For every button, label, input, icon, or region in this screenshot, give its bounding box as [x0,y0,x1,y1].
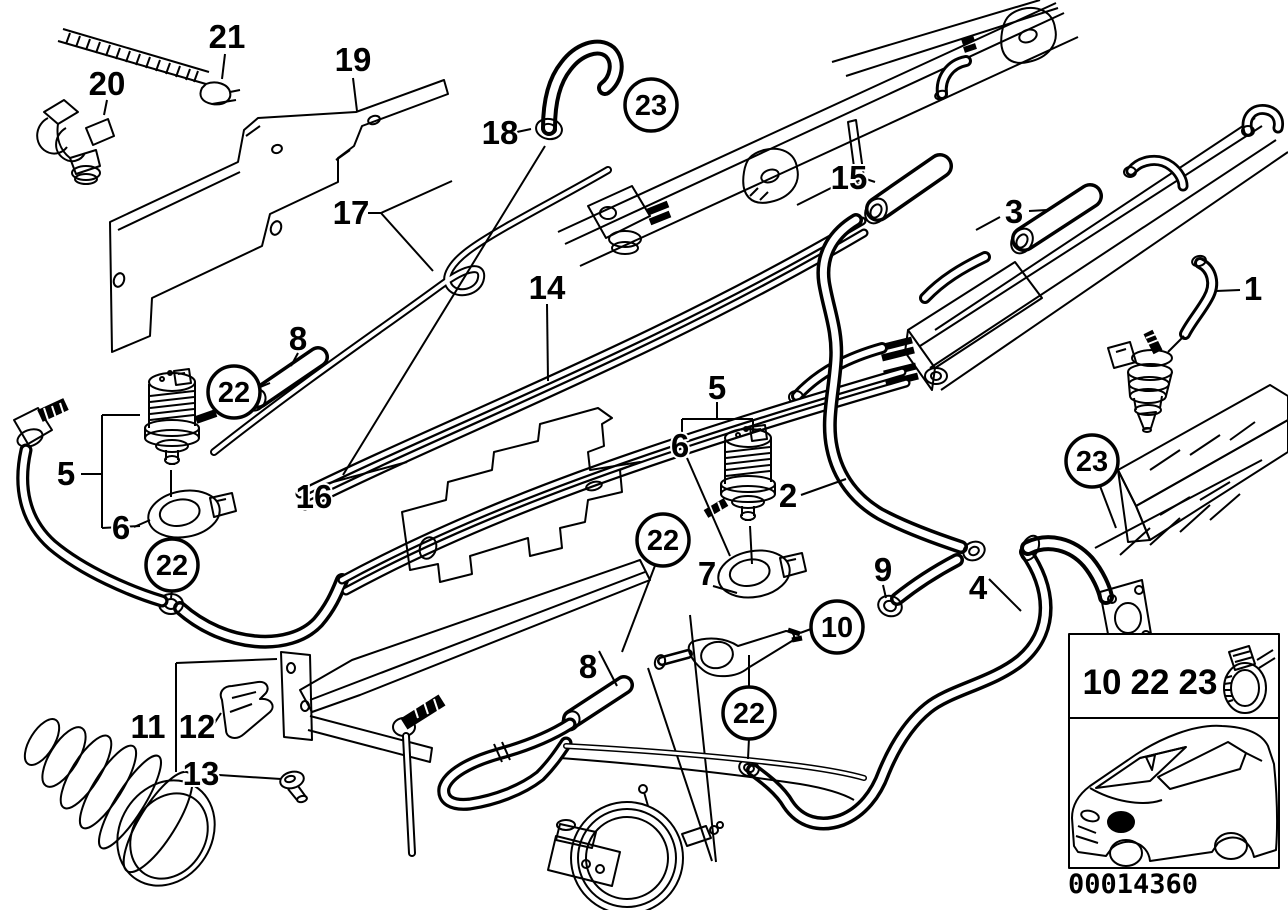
callout-12: 12 [179,708,216,745]
bottom-pipes [392,675,867,857]
callout-23: 23 [1076,446,1108,478]
fuel-rail-right [788,104,1288,404]
elbow-fitting-left [13,398,169,608]
hose-clamp-icon [1223,645,1276,714]
hose-part-2 [816,213,986,562]
mounting-bracket-part-19 [109,79,449,353]
callout-21: 21 [209,18,246,55]
callout-22: 22 [218,377,250,409]
hose-part-9 [877,553,964,618]
clip-part-12 [219,680,274,739]
callout-15: 15 [831,159,868,196]
fuel-rail-upper [557,0,1079,267]
legend-inset [1068,633,1280,869]
callout-circle-22 [635,512,691,568]
car-location-icon [1071,724,1279,867]
callout-11: 11 [131,708,166,745]
callout-13: 13 [183,755,220,792]
inset-legend-10: 10 [1083,663,1122,702]
callout-22: 22 [156,550,188,582]
callout-circle-22 [206,364,262,420]
callout-7: 7 [698,555,716,592]
callout-9: 9 [874,551,892,588]
callout-6: 6 [112,509,130,546]
callout-22: 22 [647,525,679,557]
leader-lines [81,53,1241,780]
callout-10: 10 [821,612,853,644]
callout-8: 8 [579,648,597,685]
fuel-pipe-part-16 [158,367,911,649]
callout-22: 22 [733,698,765,730]
callout-6: 6 [671,427,689,464]
hose-clip-part-20 [36,99,115,185]
callout-16: 16 [296,478,333,515]
location-dot [1107,811,1135,833]
fuel-pipe-part-14 [295,216,869,511]
hose-part-18 [535,39,624,141]
callout-2: 2 [779,477,797,514]
pointer-wedge-lines [647,614,717,863]
callout-19: 19 [335,41,372,78]
callout-18: 18 [482,114,519,151]
callout-14: 14 [529,269,566,306]
intake-bellows [23,718,216,887]
vent-pipe-part-17 [210,166,612,456]
callout-3: 3 [1005,193,1023,230]
vent-hose-part-1 [1167,254,1219,353]
vent-valve-part-5-left [144,368,218,497]
grommet-part-6-left [143,484,237,544]
bracket-part-11 [280,651,433,763]
vent-valve-part-5-center [703,424,776,565]
callout-circle-23 [1064,433,1120,489]
callout-5: 5 [57,455,75,492]
callout-circle-23 [623,77,679,133]
callout-23: 23 [635,90,667,122]
callout-5: 5 [708,369,726,406]
callout-circle-22 [144,537,200,593]
connector-tube-part-15 [864,153,953,225]
brake-booster [547,784,724,910]
fuel-injector [1107,329,1173,433]
inset-legend-22: 22 [1131,663,1170,702]
inset-legend-23: 23 [1179,663,1218,702]
hose-part-4 [738,545,1053,831]
callout-circle-22 [721,685,777,741]
callout-circle-10 [809,599,865,655]
check-valve-part-10-target [653,627,803,678]
callout-17: 17 [333,194,370,231]
callout-4: 4 [969,569,988,606]
screw-part-13 [279,770,308,804]
callout-8: 8 [289,320,307,357]
connector-tube-part-3 [1010,183,1103,255]
cable-tie-part-21 [57,28,241,106]
heat-shield-plate [299,407,651,713]
callout-20: 20 [89,65,126,102]
callout-1: 1 [1244,270,1262,307]
image-number: 00014360 [1068,869,1198,900]
